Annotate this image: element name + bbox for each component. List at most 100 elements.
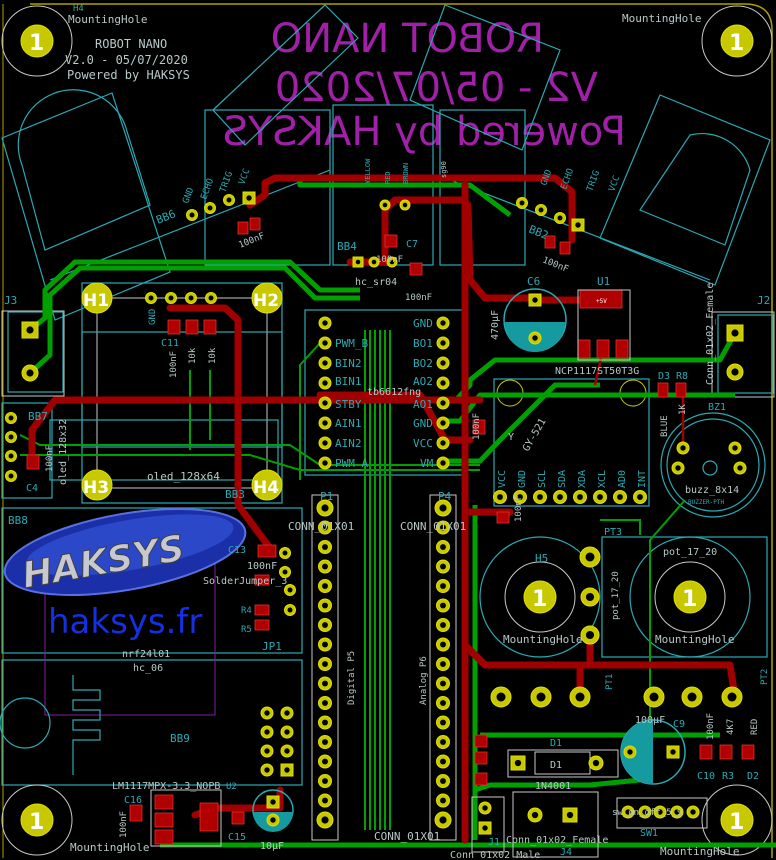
- drill-hole: [389, 259, 395, 265]
- mounting-hole-h2[interactable]: 1: [720, 803, 754, 837]
- pin-label: AIN1: [335, 417, 362, 430]
- drill-hole: [440, 661, 446, 667]
- drill-hole: [440, 680, 446, 687]
- drill-hole: [440, 758, 446, 765]
- h5-courtyard: [504, 561, 576, 633]
- drill-hole: [675, 465, 681, 471]
- analog-label: Analog P6: [419, 656, 429, 705]
- r1-val: 10k: [188, 347, 198, 364]
- pot-label: pot_17_20: [663, 547, 717, 558]
- drill-hole: [270, 799, 276, 805]
- mounting-hole-pads[interactable]: 1 1 1 1 1 1: [20, 24, 754, 837]
- mirrored-line-1: ROBOT NANO: [271, 16, 544, 62]
- drill-hole: [382, 202, 388, 208]
- d1-ref: D1: [550, 738, 562, 749]
- mounting-hole-h1[interactable]: 1: [20, 803, 54, 837]
- drill-hole: [322, 544, 328, 550]
- mounting-hole-h6[interactable]: 1: [673, 580, 707, 614]
- d1-outline: [507, 749, 619, 778]
- drill-hole: [557, 215, 563, 221]
- drill-hole: [496, 692, 506, 702]
- drill-hole: [737, 465, 743, 471]
- drill-hole: [246, 195, 252, 201]
- pin-label: GND: [517, 470, 528, 488]
- drill-hole: [731, 368, 739, 376]
- haksys-logo: HAKSYS: [3, 507, 247, 597]
- drill-hole: [670, 749, 676, 755]
- wire-brown: BROWN: [402, 163, 410, 184]
- drill-hole: [440, 719, 446, 726]
- buzzer-sub: BUZZER-PTH: [688, 499, 725, 506]
- drill-hole: [532, 335, 538, 341]
- mounting-hole-h4[interactable]: 1: [20, 24, 54, 58]
- drill-hole: [322, 739, 328, 745]
- drill-hole: [482, 805, 488, 811]
- drill-hole: [557, 494, 563, 500]
- drill-hole: [642, 809, 648, 815]
- smd-components: [26, 217, 755, 845]
- pt3-value: pot_17_20: [611, 571, 621, 620]
- u1-value: NCP1117ST50T3G: [555, 366, 639, 377]
- pin-label: AIN2: [335, 437, 362, 450]
- mounting-hole-h3[interactable]: 1: [720, 24, 754, 58]
- front-copper-traces: [28, 174, 739, 844]
- u2-ref: U2: [226, 782, 237, 792]
- j3-courtyard: [1, 310, 65, 397]
- j3-outline: [7, 311, 64, 393]
- d3-ref: D3: [658, 371, 670, 382]
- drill-hole: [440, 739, 446, 745]
- h4-name: MountingHole: [68, 13, 147, 26]
- j1-ref: J1: [488, 837, 500, 848]
- drill-hole: [657, 809, 663, 815]
- c9-ref: C9: [673, 719, 685, 730]
- d2-val: RED: [750, 719, 760, 735]
- pin-label: GND: [413, 417, 433, 430]
- mounting-hole-h5[interactable]: 1: [523, 580, 557, 614]
- drill-hole: [440, 700, 446, 706]
- drill-hole: [270, 817, 276, 823]
- sensor-right-echo: ECHO: [559, 167, 576, 191]
- drill-hole: [264, 729, 270, 735]
- drill-hole: [625, 809, 631, 815]
- title-line-3: Powered by HAKSYS: [67, 68, 190, 82]
- drill-hole: [322, 758, 328, 765]
- pin-label-stby: STBY: [335, 398, 362, 411]
- drill-hole: [440, 420, 446, 426]
- title-line-1: ROBOT NANO: [95, 37, 167, 51]
- oled-label: oled_128x64: [147, 470, 220, 483]
- c6-val: 470µF: [490, 310, 501, 340]
- pin-label: PWM_A: [335, 457, 368, 470]
- drill-hole: [440, 380, 446, 386]
- oled-hole-h1: H1: [83, 291, 109, 311]
- drill-hole: [439, 816, 447, 824]
- drill-hole: [514, 759, 522, 767]
- pad-number: 1: [729, 810, 744, 835]
- drill-hole: [727, 692, 737, 702]
- wire-yellow: YELLOW: [364, 158, 372, 184]
- pin-label: SDA: [557, 470, 568, 488]
- cap-c9: [620, 719, 686, 785]
- drill-hole: [371, 259, 377, 265]
- drill-hole: [322, 340, 328, 346]
- drill-hole: [440, 400, 446, 406]
- drill-hole: [322, 583, 328, 589]
- wire-red: RED: [384, 171, 392, 184]
- j2-courtyard: [711, 311, 775, 398]
- drill-hole: [674, 809, 680, 815]
- pin-label: AD0: [617, 470, 628, 488]
- drill-hole: [575, 692, 585, 702]
- h6-courtyard: [654, 561, 726, 633]
- silkscreen-labels: MountingHole H4 MountingHole MountingHol…: [4, 4, 770, 860]
- oled-mount-holes[interactable]: H1 H2 H3 H4: [81, 282, 283, 501]
- r8-ref: R8: [676, 371, 688, 382]
- drill-hole: [26, 326, 34, 334]
- drill-hole: [8, 415, 14, 421]
- h1-name: MountingHole: [70, 841, 149, 854]
- drill-hole: [731, 329, 739, 337]
- r5-ref: R5: [241, 625, 252, 635]
- driver-label: tb6612fng: [367, 387, 421, 398]
- drill-hole: [531, 811, 539, 819]
- d1-value: 1N4001: [535, 781, 571, 792]
- oled32-label: oled_128x32: [58, 419, 69, 485]
